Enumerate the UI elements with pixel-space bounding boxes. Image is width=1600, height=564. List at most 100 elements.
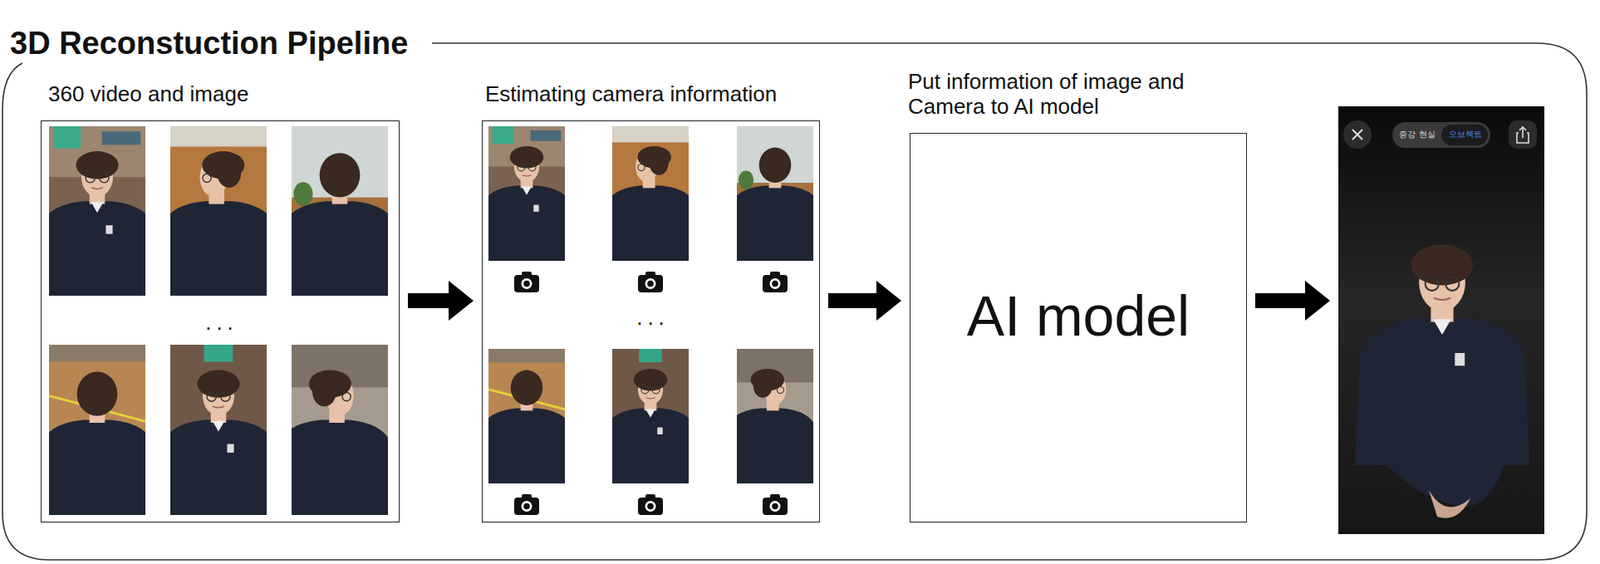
person-shirt [291, 201, 388, 296]
person-hair [633, 368, 668, 391]
close-button [1343, 120, 1372, 149]
person-badge [105, 225, 113, 234]
camera-lens [770, 500, 781, 512]
person-glasses [652, 386, 660, 394]
person-hair [201, 151, 245, 179]
person-shirt [736, 408, 814, 484]
photo [170, 344, 267, 516]
phone-screen [1338, 106, 1545, 535]
person-glasses [85, 173, 95, 183]
ui-tab-label: 증강 현실 [1393, 128, 1441, 141]
person-collar [521, 186, 532, 196]
phone-screenshot [1338, 106, 1545, 535]
model-hand [1428, 490, 1471, 519]
photo [49, 126, 146, 296]
camera-body [514, 497, 540, 516]
person-shirt [1354, 318, 1531, 467]
person-glasses [342, 392, 351, 402]
person-hair [637, 146, 671, 168]
person-glasses [528, 163, 536, 172]
photo [291, 126, 388, 296]
person-mouth [645, 397, 655, 399]
photo [612, 126, 689, 261]
person-shirt [170, 420, 267, 516]
stage-heading: 360 video and image [48, 81, 249, 107]
ui-tab-label: 오브젝트 [1442, 128, 1489, 141]
photo-wall [612, 126, 689, 143]
tab-pill [1392, 122, 1491, 148]
person-glasses [99, 173, 109, 183]
person-mouth [91, 187, 104, 190]
person-hair [510, 146, 544, 168]
camera-lens-core [771, 280, 779, 288]
person-mouth [521, 175, 531, 177]
person-mouth [1433, 298, 1451, 300]
person-shirt [49, 201, 146, 296]
photo-logo [492, 126, 515, 144]
person-hair [319, 152, 361, 197]
person-shirt [49, 420, 146, 516]
photo [736, 126, 814, 261]
photo-sign [102, 131, 141, 145]
person-glasses [776, 386, 784, 393]
photo-wall [488, 348, 565, 363]
person-glasses [1425, 277, 1439, 291]
camera-body [638, 497, 663, 516]
person-collar [1433, 319, 1452, 335]
photo [170, 126, 267, 296]
stage-panel: 360 video and image [40, 81, 400, 523]
flow-arrow [1255, 280, 1331, 321]
person-hair [1411, 244, 1474, 285]
person-shirt [612, 408, 689, 484]
box-label: AI model [909, 282, 1247, 349]
person-badge [657, 427, 663, 435]
camera-lens [645, 278, 657, 290]
person-shirt [612, 186, 689, 261]
person-hair [75, 151, 118, 179]
camera-icon [762, 494, 788, 516]
person-shirt [170, 201, 267, 296]
tab-selected [1441, 124, 1488, 146]
camera-lens [770, 278, 781, 290]
photo-logo [204, 344, 234, 363]
flow-arrow [407, 280, 474, 321]
model-lower-body [1372, 448, 1508, 507]
stage-panel: Estimating camera information [481, 81, 820, 523]
camera-body [762, 274, 788, 293]
person-shirt [736, 186, 814, 261]
person-hair [77, 372, 118, 417]
camera-lens-core [647, 503, 654, 511]
camera-icon [638, 271, 663, 293]
person-hair [759, 147, 792, 183]
stage-panel: Put information of image and Camera to A… [909, 68, 1247, 523]
camera-body [638, 274, 663, 293]
person-collar [212, 421, 226, 432]
camera-lens-core [647, 280, 654, 288]
person-shirt [291, 420, 388, 516]
camera-lens [645, 500, 657, 512]
share-icon [1516, 127, 1529, 143]
diagram-title: 3D Reconstuction Pipeline [9, 24, 417, 63]
camera-icon [762, 271, 788, 293]
person-hair [510, 370, 544, 406]
photo [736, 348, 814, 484]
photo [49, 344, 146, 516]
camera-lens [521, 500, 533, 512]
person-mouth [212, 406, 225, 408]
person-glasses [220, 392, 231, 402]
camera-body [514, 274, 540, 293]
photo-wall [49, 344, 146, 363]
person-glasses [1445, 277, 1459, 291]
person-collar [645, 409, 656, 418]
camera-icon [514, 494, 540, 516]
person-collar [91, 201, 104, 213]
camera-icon [514, 271, 540, 293]
camera-lens-core [523, 280, 531, 288]
photo-plant [293, 181, 313, 207]
ellipsis-mark: ... [636, 306, 670, 329]
person-badge [226, 444, 234, 453]
flow-arrow [828, 280, 902, 321]
person-badge [533, 205, 539, 212]
photo [612, 348, 689, 484]
